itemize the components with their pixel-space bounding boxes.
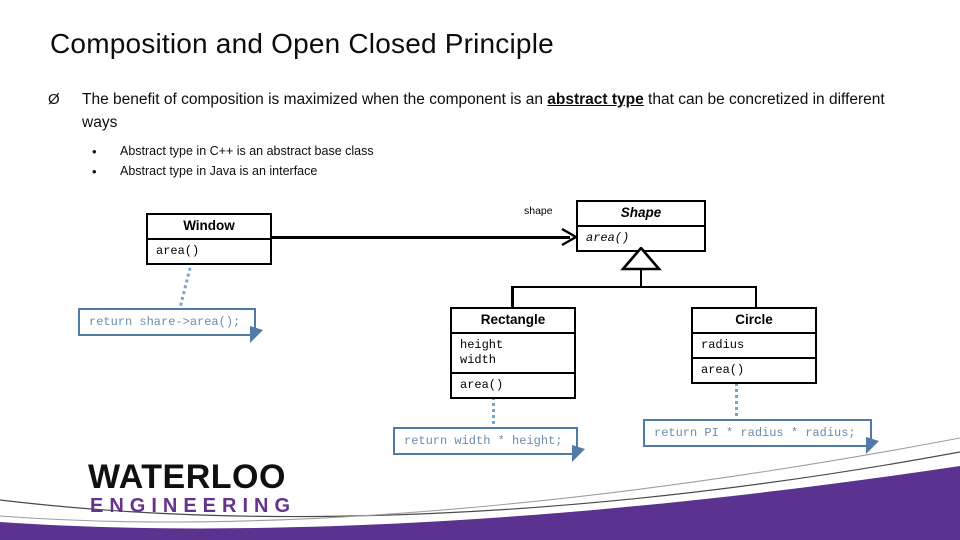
sub-bullet-item: • Abstract type in C++ is an abstract ba… (88, 142, 608, 161)
uml-class-circle: Circle radius area() (691, 307, 817, 384)
uml-operation: area() (156, 244, 200, 258)
generalization-drop-circle (754, 285, 757, 308)
uml-operations-rectangle: area() (452, 372, 574, 397)
sub-bullet-list: • Abstract type in C++ is an abstract ba… (88, 142, 608, 182)
uml-class-rectangle: Rectangle height width area() (450, 307, 576, 399)
uml-operations-shape: area() (578, 225, 704, 250)
page-title: Composition and Open Closed Principle (50, 28, 554, 59)
bullet-emphasis-abstract-type: abstract type (547, 91, 644, 108)
generalization-stem (639, 269, 642, 287)
note-window-area: return share->area(); (78, 308, 264, 343)
sub-bullet-text: Abstract type in C++ is an abstract base… (120, 144, 374, 158)
note-connector-circle (735, 377, 738, 420)
bullet-text: The benefit of composition is maximized … (82, 88, 908, 134)
note-connector-rectangle (492, 397, 495, 428)
logo-wordmark-waterloo: WATERLOO (88, 458, 286, 496)
uml-attribute: height (460, 338, 504, 352)
note-text: return width * height; (404, 434, 563, 448)
uml-operation: area() (586, 231, 630, 245)
note-circle-area: return PI * radius * radius; (643, 419, 879, 454)
bullet-item-primary: Ø The benefit of composition is maximize… (48, 88, 908, 134)
uml-attribute: radius (701, 338, 745, 352)
bullet-dot-icon: • (92, 144, 97, 159)
uml-attributes-rectangle: height width (452, 332, 574, 372)
logo-wordmark-engineering: ENGINEERING (90, 495, 297, 517)
uml-class-name-rectangle: Rectangle (480, 312, 546, 327)
bullet-text-before: The benefit of composition is maximized … (82, 91, 548, 108)
note-dogear-icon (572, 445, 586, 462)
uml-class-shape: Shape area() (576, 200, 706, 252)
uml-class-window: Window area() (146, 213, 272, 265)
sub-bullet-item: • Abstract type in Java is an interface (88, 162, 608, 181)
uml-operations-window: area() (148, 238, 270, 263)
uml-attributes-circle: radius (693, 332, 815, 357)
generalization-triangle-icon (620, 247, 662, 271)
association-role-label: shape (524, 205, 553, 217)
uml-class-name-shape: Shape (620, 205, 662, 220)
bullet-marker-icon: Ø (48, 91, 60, 108)
note-dogear-icon (250, 326, 264, 343)
uml-class-name-window: Window (183, 218, 235, 233)
note-text: return PI * radius * radius; (654, 426, 856, 440)
decorative-swoosh (0, 437, 960, 540)
generalization-bus (511, 285, 757, 288)
sub-bullet-text: Abstract type in Java is an interface (120, 164, 318, 178)
generalization-drop-rectangle (511, 285, 514, 308)
uml-class-name-circle: Circle (735, 312, 773, 327)
uml-operations-circle: area() (693, 357, 815, 382)
note-dogear-icon (865, 437, 879, 454)
association-line-window-shape (272, 236, 570, 239)
uml-operation: area() (460, 378, 504, 392)
note-rectangle-area: return width * height; (393, 427, 586, 462)
note-text: return share->area(); (89, 315, 241, 329)
uml-attribute: width (460, 353, 497, 367)
waterloo-engineering-logo: WATERLOO ENGINEERING (88, 460, 296, 517)
bullet-text-after: that can be concretized in different way… (82, 91, 885, 131)
bullet-dot-icon: • (92, 164, 97, 179)
uml-operation: area() (701, 363, 745, 377)
